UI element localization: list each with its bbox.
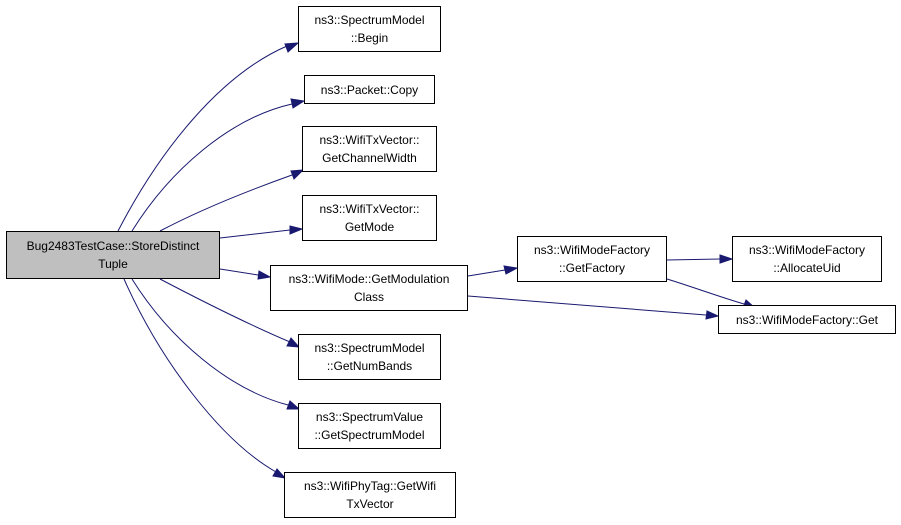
node-spectrum-model-begin[interactable]: ns3::SpectrumModel ::Begin [298, 6, 441, 52]
node-line: ns3::WifiModeFactory [748, 243, 866, 257]
node-packet-copy[interactable]: ns3::Packet::Copy [304, 75, 435, 104]
edge-root-to-txvector-mode [219, 229, 291, 239]
node-line: ::Begin [350, 31, 389, 45]
arrowhead-phytag-txvector [272, 468, 287, 479]
arrowhead-allocate-uid [719, 254, 734, 264]
node-root-store-distinct-tuple: Bug2483TestCase::StoreDistinct Tuple [6, 231, 220, 279]
node-line: ns3::WifiModeFactory::Get [735, 312, 879, 327]
edge-root-to-phytag-txvector [123, 278, 277, 473]
node-line: ns3::SpectrumModel [314, 13, 425, 27]
arrowhead-packet-copy [290, 98, 306, 109]
arrowhead-txvector-channel-width [290, 169, 305, 180]
node-phytag-txvector[interactable]: ns3::WifiPhyTag::GetWifi TxVector [284, 472, 456, 518]
node-line: ::GetSpectrumModel [314, 428, 425, 442]
node-line: TxVector [346, 497, 394, 511]
node-line: Bug2483TestCase::StoreDistinct [26, 239, 200, 253]
edge-modulation-class-to-factory-get [467, 295, 707, 316]
node-factory-get[interactable]: ns3::WifiModeFactory::Get [718, 305, 896, 334]
node-modulation-class[interactable]: ns3::WifiMode::GetModulation Class [270, 265, 468, 311]
arrowhead-spectrum-model-numbands [286, 337, 301, 348]
arrowhead-spectrum-model-begin [284, 42, 300, 53]
edge-modulation-class-to-get-factory [467, 269, 506, 277]
node-line: Class [353, 290, 384, 304]
edge-get-factory-to-factory-get [666, 278, 745, 305]
node-spectrum-value-model[interactable]: ns3::SpectrumValue ::GetSpectrumModel [298, 403, 441, 449]
node-spectrum-model-numbands[interactable]: ns3::SpectrumModel ::GetNumBands [298, 334, 441, 380]
arrowhead-spectrum-value-model [286, 400, 301, 410]
arrowhead-txvector-mode [289, 225, 304, 235]
node-line: GetChannelWidth [322, 151, 417, 165]
edge-root-to-modulation-class [219, 268, 259, 276]
arrowhead-factory-get-from-modulation [705, 310, 720, 320]
node-line: ns3::WifiPhyTag::GetWifi [303, 479, 437, 493]
arrowhead-get-factory [503, 265, 519, 275]
node-line: ::GetFactory [558, 261, 626, 275]
edge-root-to-packet-copy [131, 103, 293, 232]
node-get-factory[interactable]: ns3::WifiModeFactory ::GetFactory [517, 236, 667, 282]
node-line: ::AllocateUid [773, 261, 841, 275]
node-line: ::GetNumBands [326, 359, 413, 373]
node-line: ns3::SpectrumModel [314, 341, 425, 355]
edge-root-to-spectrum-model-numbands [159, 278, 291, 343]
node-line: ns3::WifiTxVector:: [319, 133, 420, 147]
node-line: GetMode [344, 220, 395, 234]
node-line: Tuple [98, 257, 128, 271]
edge-root-to-spectrum-value-model [131, 278, 289, 406]
node-txvector-mode[interactable]: ns3::WifiTxVector:: GetMode [302, 195, 437, 241]
node-line: ns3::WifiTxVector:: [319, 202, 420, 216]
node-line: ns3::SpectrumValue [315, 410, 424, 424]
node-allocate-uid[interactable]: ns3::WifiModeFactory ::AllocateUid [732, 236, 882, 282]
edge-get-factory-to-allocate-uid [666, 258, 721, 261]
edge-root-to-txvector-channel-width [159, 174, 293, 232]
node-line: ns3::Packet::Copy [320, 82, 419, 97]
node-line: ns3::WifiMode::GetModulation [288, 272, 450, 286]
node-txvector-channel-width[interactable]: ns3::WifiTxVector:: GetChannelWidth [302, 126, 437, 172]
arrowhead-modulation-class [257, 270, 272, 280]
edge-root-to-spectrum-model-begin [117, 45, 288, 232]
node-line: ns3::WifiModeFactory [533, 243, 651, 257]
